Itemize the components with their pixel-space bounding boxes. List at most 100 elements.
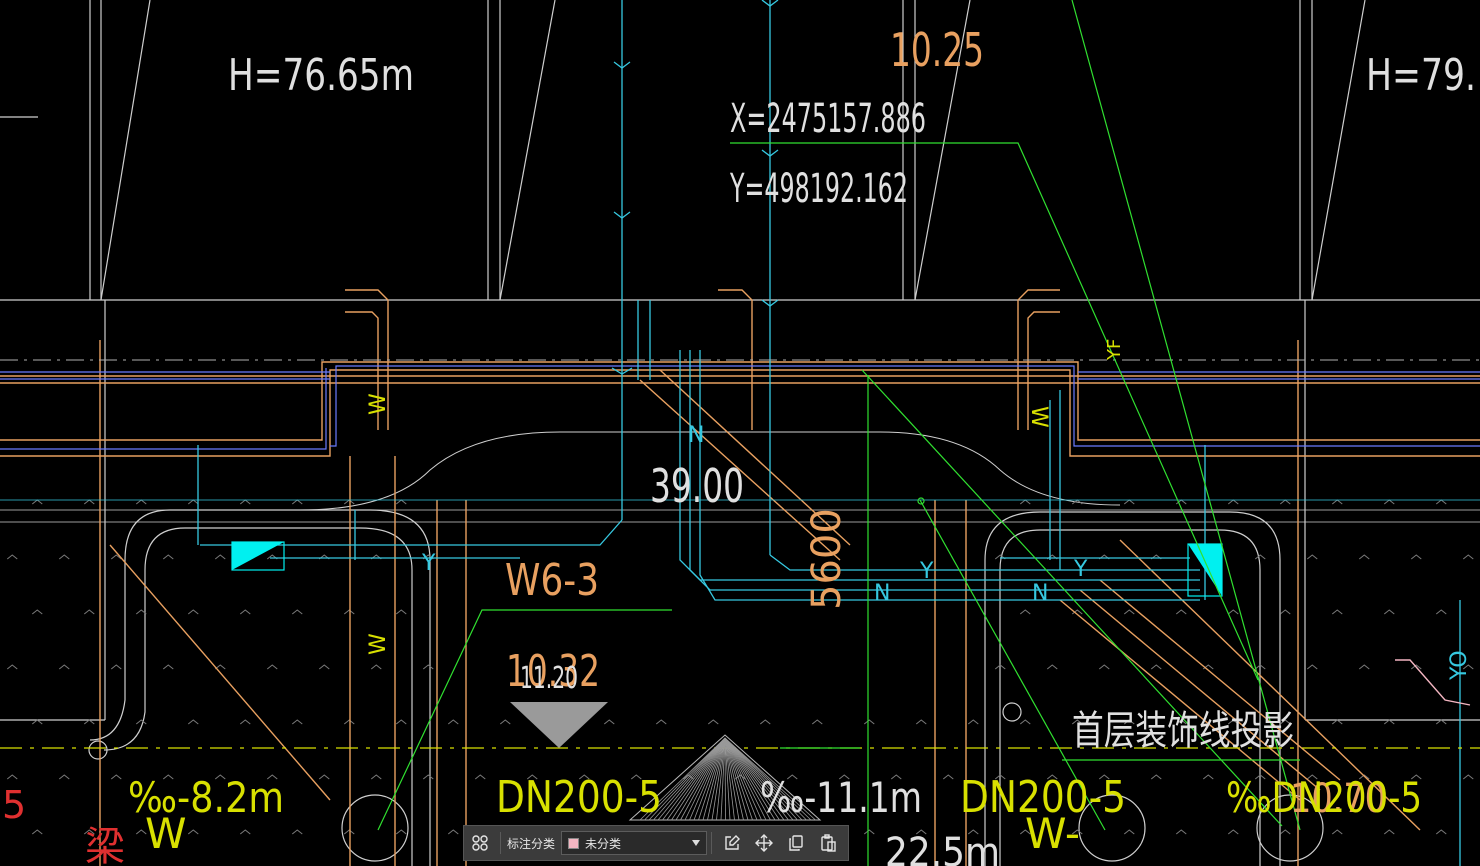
hatch-mark (83, 719, 95, 725)
hatch-mark (1175, 829, 1187, 835)
hatch-mark (1358, 774, 1370, 780)
hatched-triangle-lines (639, 737, 816, 821)
hatch-line (716, 737, 726, 821)
hatch-line (698, 737, 726, 821)
hatch-mark (1383, 499, 1395, 505)
hatch-mark (1358, 664, 1370, 670)
chevron-down-icon[interactable] (692, 840, 701, 846)
hatch-mark (239, 829, 251, 835)
bottom-partial-label: 22.5m (885, 830, 1000, 866)
hatch-line (724, 737, 816, 821)
hatch-mark (58, 664, 70, 670)
hatch-mark (266, 664, 278, 670)
spot-elevation-a: 10.32 (506, 646, 600, 697)
hatch-mark (83, 499, 95, 505)
hatch-mark (6, 554, 18, 560)
hatch-mark (1279, 719, 1291, 725)
paste-icon[interactable] (812, 826, 844, 860)
yf-tag: YF (1104, 339, 1125, 361)
hatch-mark (1306, 664, 1318, 670)
hatch-mark (318, 664, 330, 670)
hatch-mark (6, 664, 18, 670)
hatch-mark (1331, 609, 1343, 615)
elevation-left-label: H=76.65m (228, 50, 414, 101)
hatch-mark (1358, 554, 1370, 560)
hatch-mark (1071, 719, 1083, 725)
hatch-mark (1227, 609, 1239, 615)
hatch-mark (422, 664, 434, 670)
pipe-spec-left: DN200-5 (496, 772, 662, 823)
hatch-line (666, 737, 726, 821)
hatch-mark (1019, 829, 1031, 835)
move-icon[interactable] (748, 826, 780, 860)
coordinate-y-label: Y=498192.162 (729, 166, 908, 212)
hatch-mark (1331, 499, 1343, 505)
hatch-mark (967, 719, 979, 725)
hatch-mark (1435, 499, 1447, 505)
hatch-mark (915, 829, 927, 835)
hatch-line (724, 737, 735, 821)
hatch-mark (110, 774, 122, 780)
hatch-mark (343, 829, 355, 835)
hatch-mark (343, 609, 355, 615)
hatch-mark (1071, 829, 1083, 835)
category-select[interactable]: 未分类 (561, 831, 708, 855)
hatch-line (724, 737, 798, 821)
slope-left-label: ‰-8.2m (128, 773, 284, 822)
hatch-line (724, 737, 753, 821)
hatch-line (644, 737, 726, 821)
slope-mid-label: ‰-11.1m (760, 773, 922, 822)
hatch-mark (1123, 609, 1135, 615)
hatch-mark (1071, 609, 1083, 615)
hatch-line (724, 737, 794, 821)
green-leaders (377, 0, 1301, 866)
w-marker-left: W (145, 809, 187, 858)
hatch-mark (135, 829, 147, 835)
copy-icon[interactable] (780, 826, 812, 860)
hatch-line (724, 737, 744, 821)
hatch-mark (1123, 829, 1135, 835)
hatch-mark (187, 499, 199, 505)
hatch-mark (162, 664, 174, 670)
toolbar-divider (500, 832, 501, 854)
hatch-mark (734, 774, 746, 780)
hatch-line (648, 737, 726, 821)
hatch-line (724, 737, 789, 821)
hatch-mark (187, 829, 199, 835)
hatch-mark (395, 609, 407, 615)
hatch-line (724, 737, 762, 821)
hatch-mark (422, 774, 434, 780)
hatch-mark (1410, 774, 1422, 780)
hatch-mark (343, 719, 355, 725)
hatch-mark (707, 719, 719, 725)
y-tag-a: Y (421, 551, 436, 576)
hatch-mark (630, 774, 642, 780)
hatch-mark (187, 719, 199, 725)
vertical-dimension-label: 5600 (804, 508, 850, 610)
hatch-mark (239, 499, 251, 505)
category-select-value: 未分类 (585, 836, 622, 851)
hatch-mark (1279, 829, 1291, 835)
hatch-mark (759, 719, 771, 725)
hatch-mark (162, 774, 174, 780)
hatch-mark (83, 609, 95, 615)
grid-icon[interactable] (464, 826, 496, 860)
hatch-pattern (6, 499, 1474, 835)
w-tag-left: W (366, 393, 391, 415)
hatch-mark (1331, 829, 1343, 835)
hatch-mark (994, 664, 1006, 670)
hatch-mark (187, 609, 199, 615)
top-dimension-label: 10.25 (890, 23, 984, 77)
hatch-mark (239, 719, 251, 725)
hatch-mark (526, 774, 538, 780)
hatch-mark (31, 499, 43, 505)
hatch-mark (1046, 774, 1058, 780)
hatch-mark (1462, 664, 1474, 670)
hatch-mark (370, 664, 382, 670)
edit-icon[interactable] (716, 826, 748, 860)
hatch-mark (135, 499, 147, 505)
annotation-category-label: 标注分类 (507, 836, 556, 851)
w-marker-right: W- (1025, 809, 1080, 858)
